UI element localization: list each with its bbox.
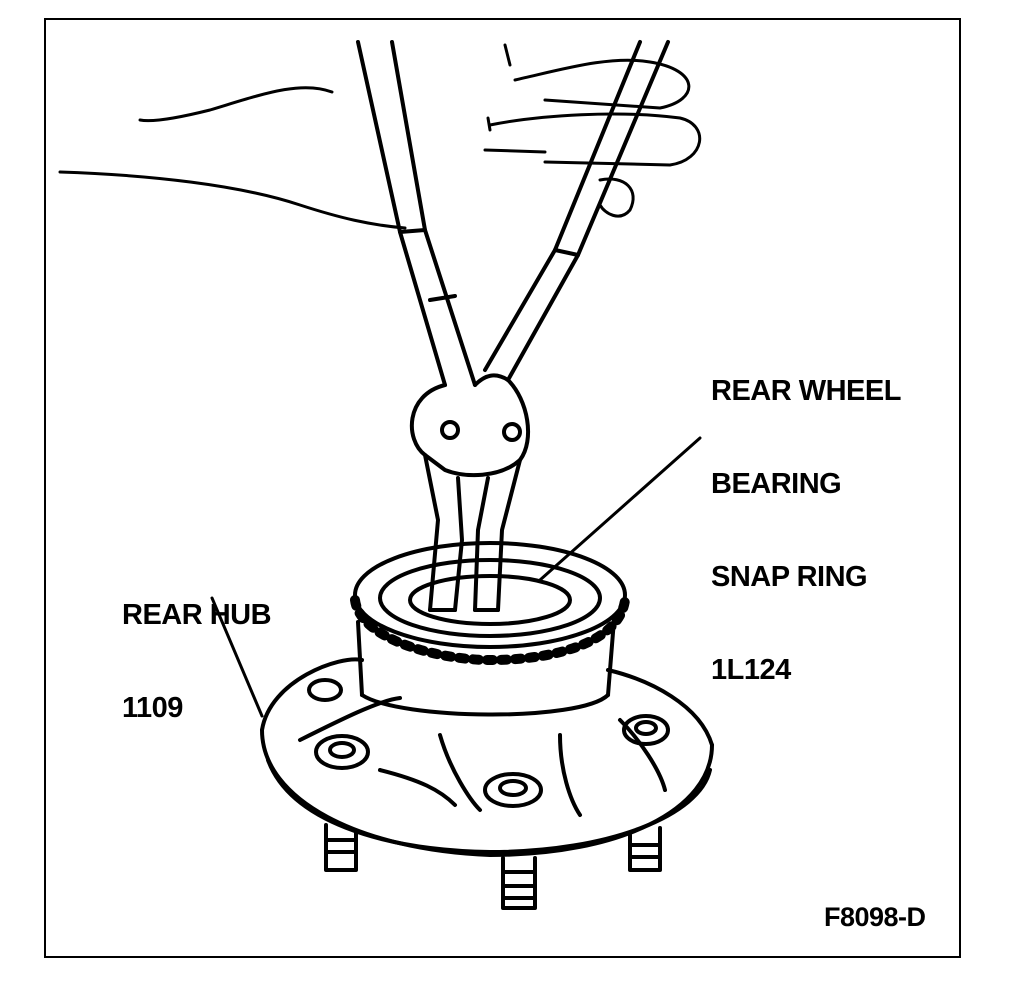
- rear-hub-label-line-1: REAR HUB: [122, 599, 272, 631]
- snap-ring-label-line-1: REAR WHEEL: [711, 375, 901, 407]
- figure-frame: [44, 18, 961, 958]
- snap-ring-part-number: 1L124: [711, 654, 791, 686]
- snap-ring-label-line-2: BEARING: [711, 468, 842, 500]
- rear-hub-part-number: 1109: [122, 692, 183, 724]
- snap-ring-pliers: [356, 40, 670, 612]
- rear-hub-leader-line: [210, 596, 264, 718]
- snap-ring-label-line-3: SNAP RING: [711, 561, 868, 593]
- snap-ring-leader-line: [538, 436, 702, 582]
- snap-ring-label: REAR WHEEL BEARING SNAP RING 1L124: [711, 314, 901, 717]
- leader-lines: [210, 436, 702, 718]
- hand-drawing: [58, 43, 702, 230]
- wheel-studs: [324, 823, 662, 910]
- figure-id: F8098-D: [824, 902, 926, 932]
- rear-hub-label: REAR HUB 1109: [122, 538, 272, 755]
- rear-hub-drawing: [260, 541, 714, 857]
